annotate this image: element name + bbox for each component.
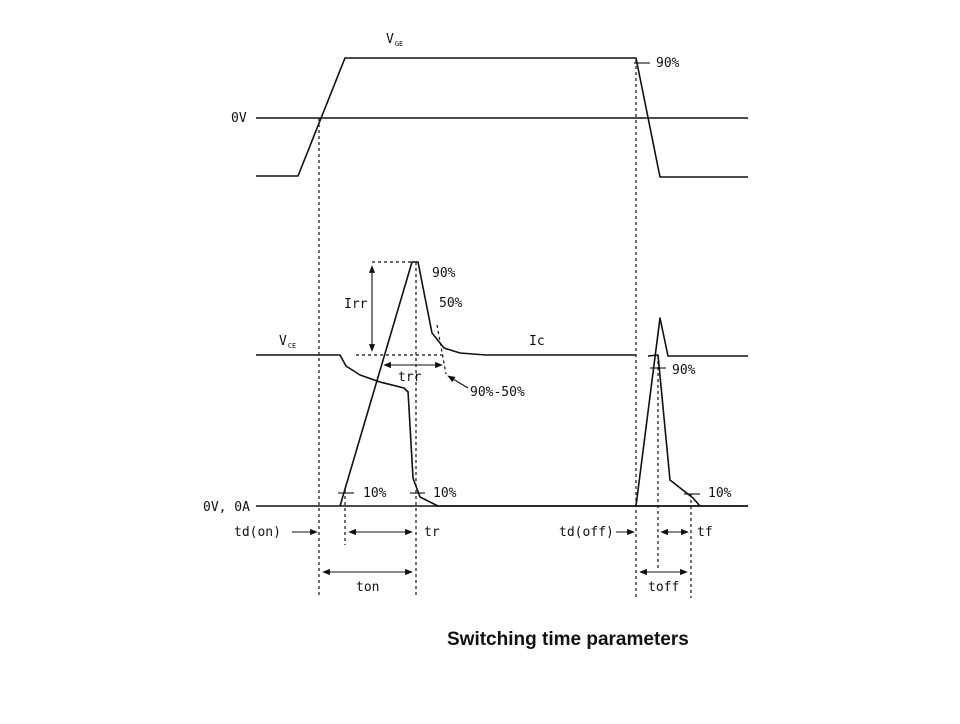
pct-90-50-label: 90%-50% bbox=[470, 385, 525, 400]
vce-label: VCE bbox=[279, 334, 296, 350]
vge-label: VGE bbox=[386, 32, 403, 48]
ic-turn-on-waveform bbox=[339, 261, 487, 507]
vge-fall-90-label: 90% bbox=[656, 56, 680, 71]
vge-waveform bbox=[256, 57, 748, 178]
ic-label: Ic bbox=[529, 334, 545, 349]
peak-50-label: 50% bbox=[439, 296, 463, 311]
vce-on-10-label: 10% bbox=[433, 486, 457, 501]
pct-90-50-arrow bbox=[447, 375, 469, 389]
ton-label: ton bbox=[356, 580, 379, 595]
trr-label: trr bbox=[398, 370, 422, 385]
vce-fall-to-zero bbox=[407, 390, 748, 507]
tr-label: tr bbox=[424, 525, 440, 540]
irr-label: Irr bbox=[344, 297, 368, 312]
tf-label: tf bbox=[697, 525, 713, 540]
trr-recovery-guide bbox=[436, 324, 447, 375]
toff-label: toff bbox=[648, 580, 679, 595]
ic-off-90-label: 90% bbox=[672, 363, 696, 378]
vce-on-decay bbox=[256, 354, 409, 393]
td-on-label: td(on) bbox=[234, 525, 281, 540]
baseline-label: 0V, 0A bbox=[203, 500, 250, 515]
td-off-label: td(off) bbox=[559, 525, 614, 540]
diagram-caption: Switching time parameters bbox=[447, 629, 689, 650]
zero-v-label: 0V bbox=[231, 111, 247, 126]
ic-turn-off-waveform bbox=[647, 354, 701, 507]
ic-on-10-label: 10% bbox=[363, 486, 387, 501]
vce-turn-off-waveform bbox=[635, 317, 748, 507]
peak-90-label: 90% bbox=[432, 266, 456, 281]
ic-off-10-label: 10% bbox=[708, 486, 732, 501]
